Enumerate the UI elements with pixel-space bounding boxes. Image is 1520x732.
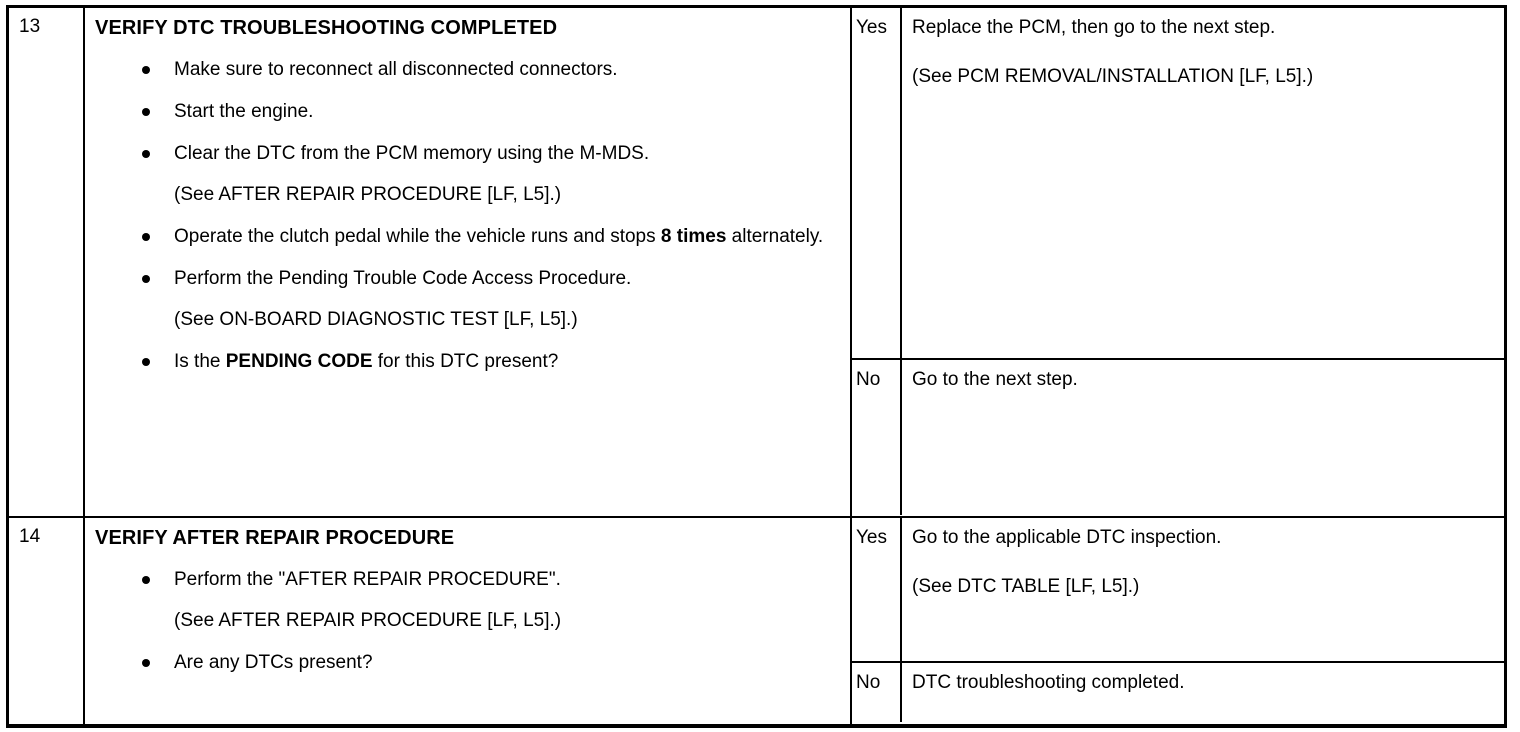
bullet-text-pre: Operate the clutch pedal while the vehic… [174,226,661,247]
answer-block-yes: Yes Go to the applicable DTC inspection.… [852,518,1504,664]
step-number: 13 [9,8,85,517]
dtc-troubleshooting-table: 13 VERIFY DTC TROUBLESHOOTING COMPLETED … [6,5,1507,728]
bullet-icon [142,108,150,116]
answer-key: Yes [852,518,902,662]
step-bullet-list: Perform the "AFTER REPAIR PROCEDURE". (S… [95,567,840,675]
bullet-text-emphasis: 8 times [660,226,727,247]
step-number: 14 [9,518,85,724]
list-item: Is the PENDING CODE for this DTC present… [95,349,840,374]
bullet-text: Make sure to reconnect all disconnected … [174,59,618,80]
bullet-note: (See ON-BOARD DIAGNOSTIC TEST [LF, L5].) [174,309,578,330]
bullet-text-pre: Is the [174,351,226,372]
bullet-text-emphasis: PENDING CODE [225,351,373,372]
bullet-text: Start the engine. [174,101,314,122]
answer-key: No [852,360,902,515]
answer-key: No [852,663,902,723]
table-row: 13 VERIFY DTC TROUBLESHOOTING COMPLETED … [9,8,1504,519]
step-procedure-cell: VERIFY DTC TROUBLESHOOTING COMPLETED Mak… [85,8,852,517]
bullet-icon [142,275,150,283]
bullet-text: Perform the Pending Trouble Code Access … [174,268,632,289]
answer-action-note: (See DTC TABLE [LF, L5].) [912,576,1140,598]
answer-key: Yes [852,8,902,358]
bullet-text: Are any DTCs present? [174,652,373,674]
step-bullet-list: Make sure to reconnect all disconnected … [95,57,840,374]
list-item: Perform the "AFTER REPAIR PROCEDURE". (S… [95,567,840,633]
list-item: Perform the Pending Trouble Code Access … [95,266,840,332]
bullet-icon [142,150,150,158]
step-answers-cell: Yes Replace the PCM, then go to the next… [852,8,1504,516]
answer-action: Go to the applicable DTC inspection. (Se… [902,518,1504,661]
answer-action-text: Go to the applicable DTC inspection. [912,527,1222,549]
bullet-icon [142,233,150,241]
bullet-text-post: alternately. [726,226,824,247]
answer-block-yes: Yes Replace the PCM, then go to the next… [852,8,1504,360]
bullet-icon [142,659,150,668]
list-item: Operate the clutch pedal while the vehic… [95,224,840,249]
bullet-text-post: for this DTC present? [372,351,559,372]
bullet-note: (See AFTER REPAIR PROCEDURE [LF, L5].) [174,610,562,632]
list-item: Are any DTCs present? [95,650,840,675]
step-answers-cell: Yes Go to the applicable DTC inspection.… [852,518,1504,724]
bullet-text: Perform the "AFTER REPAIR PROCEDURE". [174,569,561,591]
list-item: Clear the DTC from the PCM memory using … [95,141,840,207]
bullet-icon [142,66,150,74]
step-procedure-cell: VERIFY AFTER REPAIR PROCEDURE Perform th… [85,518,852,724]
answer-action: Replace the PCM, then go to the next ste… [902,8,1504,358]
bullet-icon [142,358,150,366]
answer-action-text: Replace the PCM, then go to the next ste… [912,17,1276,38]
table-row: 14 VERIFY AFTER REPAIR PROCEDURE Perform… [9,518,1504,724]
answer-action: Go to the next step. [902,360,1504,515]
answer-block-no: No DTC troubleshooting completed. [852,663,1504,723]
answer-action-note: (See PCM REMOVAL/INSTALLATION [LF, L5].) [912,66,1314,87]
list-item: Make sure to reconnect all disconnected … [95,57,840,82]
bullet-icon [142,576,150,585]
bullet-note: (See AFTER REPAIR PROCEDURE [LF, L5].) [174,184,562,205]
step-title: VERIFY DTC TROUBLESHOOTING COMPLETED [95,17,558,39]
bullet-text: Clear the DTC from the PCM memory using … [174,143,650,164]
answer-block-no: No Go to the next step. [852,360,1504,515]
answer-action-text: Go to the next step. [912,369,1078,390]
list-item: Start the engine. [95,99,840,124]
answer-action-text: DTC troubleshooting completed. [912,672,1185,694]
answer-action: DTC troubleshooting completed. [902,663,1504,722]
step-title: VERIFY AFTER REPAIR PROCEDURE [95,527,455,550]
